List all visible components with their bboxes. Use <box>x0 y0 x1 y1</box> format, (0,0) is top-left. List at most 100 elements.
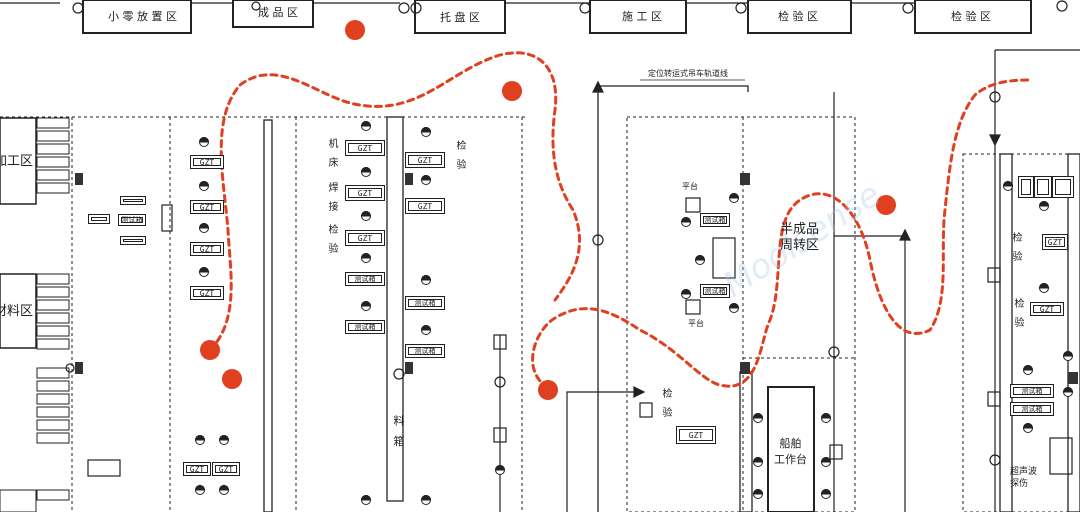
equipment-icon <box>360 495 372 505</box>
small-box <box>1052 176 1074 198</box>
equipment-icon <box>680 217 692 227</box>
gzt-box: GZT <box>190 242 224 256</box>
equipment-icon <box>1038 283 1050 293</box>
test-box: 测试箱 <box>700 213 730 227</box>
vlabel-4: 检 验 <box>454 140 465 173</box>
gzt-box: GZT <box>676 426 716 444</box>
box-inspect1 <box>747 0 852 34</box>
equipment-icon <box>1062 351 1074 361</box>
vlabel-3: 检 验 <box>326 224 337 257</box>
equipment-icon <box>360 211 372 221</box>
label-inspect-1: 检 验 区 <box>778 10 818 23</box>
gzt-box: GZT <box>1030 302 1064 316</box>
gzt-box: GZT <box>1042 234 1068 250</box>
gzt-box: GZT <box>212 462 240 476</box>
route-dot <box>200 340 220 360</box>
small-box <box>1018 176 1034 198</box>
box-finished <box>232 0 314 28</box>
equipment-icon <box>420 495 432 505</box>
equipment-icon <box>680 289 692 299</box>
vlabel-2: 焊 接 <box>326 182 337 215</box>
equipment-icon <box>820 489 832 499</box>
route-dot <box>538 380 558 400</box>
gzt-box: GZT <box>190 155 224 169</box>
vlabel-5: 料 箱 <box>392 415 405 450</box>
box-tray <box>414 0 506 34</box>
test-box: 测试箱 <box>345 272 385 286</box>
equipment-icon <box>420 127 432 137</box>
equipment-icon <box>1022 365 1034 375</box>
box-construction <box>589 0 687 34</box>
equipment-icon <box>1022 423 1034 433</box>
label-semi-product: 半成品 周转区 <box>780 222 820 253</box>
equipment-icon <box>194 435 206 445</box>
small-box <box>120 236 146 245</box>
gzt-box: GZT <box>405 198 445 214</box>
equipment-icon <box>198 267 210 277</box>
label-finished: 成 品 区 <box>258 6 298 19</box>
route-dot <box>222 369 242 389</box>
test-box: 测试箱 <box>405 344 445 358</box>
route-dot <box>345 20 365 40</box>
equipment-icon <box>694 255 706 265</box>
equipment-icon <box>198 137 210 147</box>
label-construction: 施 工 区 <box>622 10 662 23</box>
equipment-icon <box>728 303 740 313</box>
gzt-box: GZT <box>190 200 224 214</box>
equipment-icon <box>1038 201 1050 211</box>
equipment-icon <box>360 301 372 311</box>
equipment-icon <box>1002 181 1014 191</box>
label-workbench: 船舶 工作台 <box>774 437 807 466</box>
equipment-icon <box>752 457 764 467</box>
equipment-icon <box>420 275 432 285</box>
equipment-icon <box>218 485 230 495</box>
equipment-icon <box>752 413 764 423</box>
equipment-icon <box>198 223 210 233</box>
equipment-icon <box>820 457 832 467</box>
equipment-icon <box>198 181 210 191</box>
equipment-icon <box>218 435 230 445</box>
small-box <box>120 196 146 205</box>
label-tray: 托 盘 区 <box>440 11 480 24</box>
equipment-icon <box>194 485 206 495</box>
gzt-box: GZT <box>345 185 385 201</box>
test-box: 测试箱 <box>118 214 146 226</box>
route-dot <box>502 81 522 101</box>
test-box: 测试箱 <box>700 284 730 298</box>
vlabel-6: 检 验 <box>660 388 671 421</box>
gzt-box: GZT <box>183 462 211 476</box>
equipment-icon <box>1062 387 1074 397</box>
equipment-icon <box>420 325 432 335</box>
label-platform-2: 平台 <box>688 319 704 328</box>
test-box: 测试箱 <box>1010 402 1054 416</box>
track-note: 定位转运式吊车轨道线 <box>648 69 728 78</box>
label-material-zone: 材料区 <box>0 304 34 319</box>
label-ultrasonic: 超声波 探伤 <box>1010 467 1038 489</box>
equipment-icon <box>420 175 432 185</box>
equipment-icon <box>820 413 832 423</box>
box-inspect2 <box>914 0 1032 34</box>
equipment-icon <box>360 253 372 263</box>
small-box <box>88 214 110 224</box>
gzt-box: GZT <box>345 140 385 156</box>
equipment-icon <box>360 167 372 177</box>
equipment-icon <box>360 121 372 131</box>
label-platform-1: 平台 <box>682 182 698 191</box>
vlabel-8: 检 验 <box>1012 298 1023 331</box>
label-small-parts: 小 零 放 置 区 <box>108 10 177 23</box>
label-processing-zone: 加工区 <box>0 154 34 169</box>
gzt-box: GZT <box>405 152 445 168</box>
equipment-icon <box>494 465 506 475</box>
equipment-icon <box>728 193 740 203</box>
small-box <box>1034 176 1052 198</box>
label-inspect-2: 检 验 区 <box>951 10 991 23</box>
test-box: 测试箱 <box>345 320 385 334</box>
test-box: 测试箱 <box>1010 384 1054 398</box>
vlabel-7: 检 验 <box>1010 232 1021 265</box>
vlabel-1: 机 床 <box>326 138 337 171</box>
gzt-box: GZT <box>190 286 224 300</box>
test-box: 测试箱 <box>405 296 445 310</box>
gzt-box: GZT <box>345 230 385 246</box>
